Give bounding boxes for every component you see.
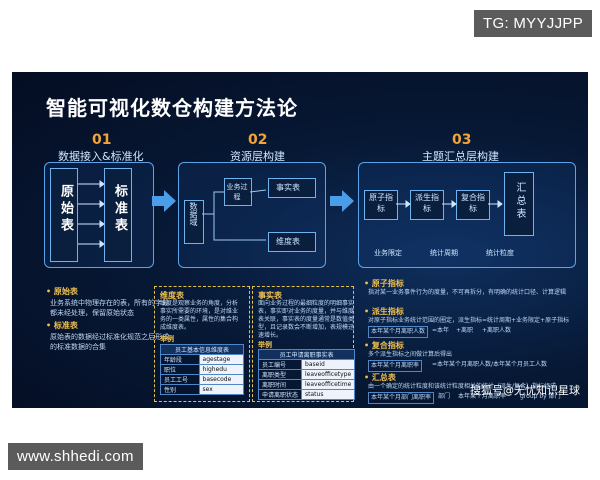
data-domain-label: 数据域	[189, 202, 198, 226]
step-3-label: 主题汇总层构建	[422, 150, 499, 163]
table-cell: 年龄段	[160, 354, 200, 365]
compound-chip: =本年某个月离职人数/本年某个月员工人数	[432, 361, 548, 368]
metric-flow-arrows	[396, 200, 503, 208]
raw-table-desc-1: 业务系统中物理存在的表，所有的字段	[50, 299, 169, 307]
fact-table-block	[268, 178, 316, 198]
derived-chip: +离职人数	[482, 327, 512, 334]
table-cell: 员工编号	[257, 359, 303, 370]
compound-metric-label: 复合指标	[461, 193, 485, 213]
standard-table-label: 标准表	[112, 184, 127, 235]
derived-chip: +离职	[456, 327, 474, 334]
compound-metric-block	[456, 190, 490, 220]
methodology-diagram: 智能可视化数仓构建方法论 01 数据接入&标准化 02 资源层构建 03 主题汇…	[12, 72, 588, 408]
fact-card-text-1: 面向业务过程的最细粒度的明细事实	[258, 300, 355, 307]
table-cell: 申请离职状态	[257, 389, 303, 400]
fact-card-text-2: 表，事实即对业务的度量，并与维度	[258, 308, 355, 315]
raw-table-heading: • 原始表	[46, 287, 78, 296]
table-cell: sex	[198, 384, 245, 395]
table-cell: 员工工号	[160, 374, 200, 385]
business-scope-label: 业务限定	[374, 249, 402, 257]
data-domain-block	[184, 200, 204, 244]
dimension-card-text-1: 维度是观察业务的角度，分析	[160, 300, 239, 307]
dimension-card-text-3: 务的一类属性，属性的集合构	[160, 316, 239, 323]
table-cell: baseid	[301, 359, 356, 370]
flow-arrow-2-icon	[330, 190, 354, 212]
standard-table-block	[104, 168, 132, 262]
atomic-metric-label: 原子指标	[369, 193, 393, 213]
step-1-number: 01	[92, 132, 112, 148]
fact-card-text-3: 表关联，事实表的度量通常是数值类	[258, 316, 355, 323]
derived-chip: 本年某个月离职人数	[368, 326, 429, 338]
dimension-table-block	[268, 232, 316, 252]
fact-card	[252, 286, 354, 402]
step-3-number: 03	[452, 132, 472, 148]
dimension-card-text-2: 事实所需要的环境，是对维业	[160, 308, 239, 315]
summary-chip: 本年某个月离职率	[458, 393, 507, 400]
diagram-title: 智能可视化数仓构建方法论	[46, 96, 298, 120]
dimension-card	[154, 286, 250, 402]
derived-chip: =本年	[432, 327, 450, 334]
atomic-metric-block	[364, 190, 398, 220]
table-cell: 职位	[160, 364, 200, 375]
dimension-example-label: 举例	[160, 335, 174, 343]
summary-table-label: 汇总表	[514, 182, 525, 221]
dimension-table-label: 维度表	[276, 237, 300, 246]
table-cell: 离职时间	[257, 379, 303, 390]
fact-example-label: 举例	[258, 341, 272, 349]
table-cell: status	[301, 389, 356, 400]
dimension-table-title: 员工基本信息维度表	[160, 344, 244, 355]
stat-period-label: 统计周期	[430, 249, 458, 257]
fact-card-text-4: 型，且记录数会不断增加，表规模迅	[258, 324, 355, 331]
fact-card-heading: 事实表	[258, 291, 282, 300]
flow-arrow-1-icon	[152, 190, 176, 212]
raw-table-desc-2: 都未经处理，保留原始状态	[50, 309, 134, 317]
summary-chip: group by 部门	[520, 393, 561, 400]
summary-desc: 由一个确定的统计粒度和该统计粒度相关的统计（派生/复合）指标组成	[368, 383, 557, 390]
step-2-label: 资源层构建	[230, 150, 285, 163]
dimension-card-text-4: 成维度表。	[160, 324, 191, 331]
table-cell: 性别	[160, 384, 200, 395]
fact-table-label: 事实表	[276, 183, 300, 192]
fact-card-text-5: 速增长。	[258, 332, 283, 339]
table-cell: highedu	[198, 364, 245, 375]
derived-metric-label: 派生指标	[415, 193, 439, 213]
summary-chip: 本年某个月部门离职率	[368, 392, 435, 404]
derived-metric-block	[410, 190, 444, 220]
watermark-top: TG: MYYJJPP	[474, 10, 592, 37]
std-table-desc-2: 的标准数据的合集	[50, 343, 106, 351]
std-table-heading: • 标准表	[46, 321, 78, 330]
sohu-watermark: 搜狐号@无忧知识星球	[470, 384, 580, 397]
step-2-number: 02	[248, 132, 268, 148]
compound-heading: • 复合指标	[364, 341, 404, 350]
compound-chip: 本年某个月离职率	[368, 360, 423, 372]
stat-granularity-label: 统计粒度	[486, 249, 514, 257]
table-cell: agestage	[198, 354, 245, 365]
source-table-block	[50, 168, 78, 262]
table-cell: leaveofficetype	[301, 369, 356, 380]
watermark-bottom: www.shhedi.com	[8, 443, 143, 470]
mapping-arrows	[78, 180, 104, 248]
summary-table-block	[504, 172, 534, 236]
std-table-desc-1: 原始表的数据经过标准化规范之后形成	[50, 333, 169, 341]
step-1-label: 数据接入&标准化	[58, 150, 144, 163]
derived-desc: 对原子指标业务统计范围的圈定，派生指标=统计周期+业务限定+原子指标	[368, 317, 570, 324]
table-cell: basecode	[198, 374, 245, 385]
summary-heading: • 汇总表	[364, 373, 396, 382]
business-process-block	[224, 178, 252, 206]
business-process-label: 业务过程	[226, 183, 248, 201]
compound-desc: 多个派生指标之间做计算后得出	[368, 351, 453, 358]
atomic-heading: • 原子指标	[364, 279, 404, 288]
dimension-card-heading: 维度表	[160, 291, 184, 300]
resource-connectors	[202, 189, 267, 241]
derived-heading: • 派生指标	[364, 307, 404, 316]
table-cell: 离职类型	[257, 369, 303, 380]
table-cell: leaveofficetime	[301, 379, 356, 390]
fact-table-title: 员工申请离职事实表	[257, 349, 356, 360]
summary-chip: 部门	[438, 393, 451, 400]
atomic-desc: 指对某一业务事件行为的度量，不可再拆分，有明确的统计口径、计算逻辑	[368, 289, 567, 296]
source-table-label: 原始表	[58, 184, 73, 235]
